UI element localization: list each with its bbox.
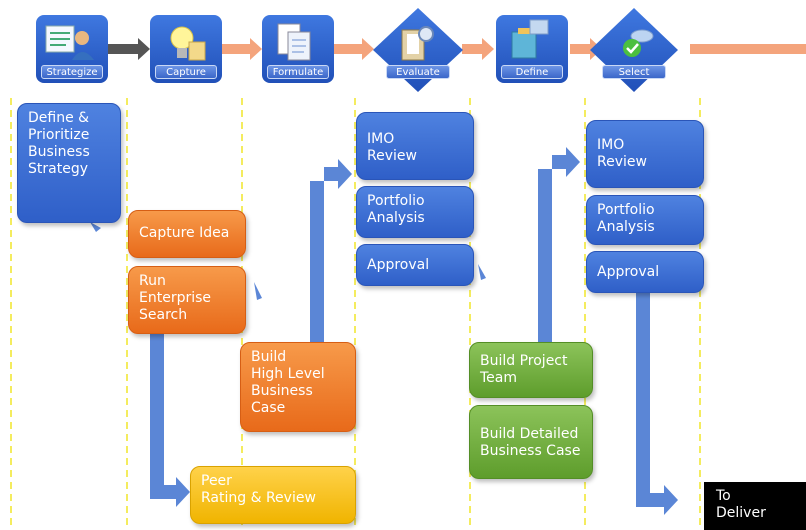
step-to-deliver: To Deliver [704, 482, 806, 530]
lightbulb-icon [170, 26, 206, 61]
step-portfolio-analysis-1: Portfolio Analysis [356, 186, 474, 238]
strategy-icon [45, 25, 94, 60]
stage-connectors [108, 38, 806, 60]
step-portfolio-analysis-2: Portfolio Analysis [586, 195, 704, 245]
stage-label-define: Define [501, 65, 563, 79]
step-imo-review-1: IMO Review [356, 112, 474, 180]
flow-arrow [636, 290, 678, 515]
flow-arrow [538, 147, 580, 342]
folder-icon [511, 19, 549, 59]
flow-arrow [478, 264, 486, 280]
stage-label-formulate: Formulate [267, 65, 329, 79]
step-high-level-case: Build High Level Business Case [240, 342, 356, 432]
clipboard-icon [401, 26, 434, 61]
step-define-strategy: Define & Prioritize Business Strategy [17, 103, 121, 223]
flow-arrow [254, 282, 262, 300]
connector-arrow [462, 38, 494, 60]
stage-label-capture: Capture [155, 65, 217, 79]
stage-label-select: Select [602, 65, 666, 79]
stage-label-strategize: Strategize [41, 65, 103, 79]
step-imo-review-2: IMO Review [586, 120, 704, 188]
flow-arrows [90, 147, 678, 515]
step-project-team: Build Project Team [469, 342, 593, 398]
flow-arrow [90, 222, 101, 232]
step-approval-1: Approval [356, 244, 474, 286]
step-peer-review: Peer Rating & Review [190, 466, 356, 524]
checkmark-icon [623, 29, 654, 57]
connector-arrow [108, 38, 150, 60]
step-detailed-case: Build Detailed Business Case [469, 405, 593, 479]
stage-label-evaluate: Evaluate [386, 65, 450, 79]
connector-arrow [222, 38, 262, 60]
step-approval-2: Approval [586, 251, 704, 293]
step-capture-idea: Capture Idea [128, 210, 246, 258]
connector-bar [690, 44, 806, 54]
flow-arrow [310, 159, 352, 342]
document-icon [277, 23, 311, 61]
connector-arrow [570, 38, 602, 60]
connector-arrow [334, 38, 374, 60]
step-enterprise-search: Run Enterprise Search [128, 266, 246, 334]
flow-arrow [150, 334, 190, 507]
